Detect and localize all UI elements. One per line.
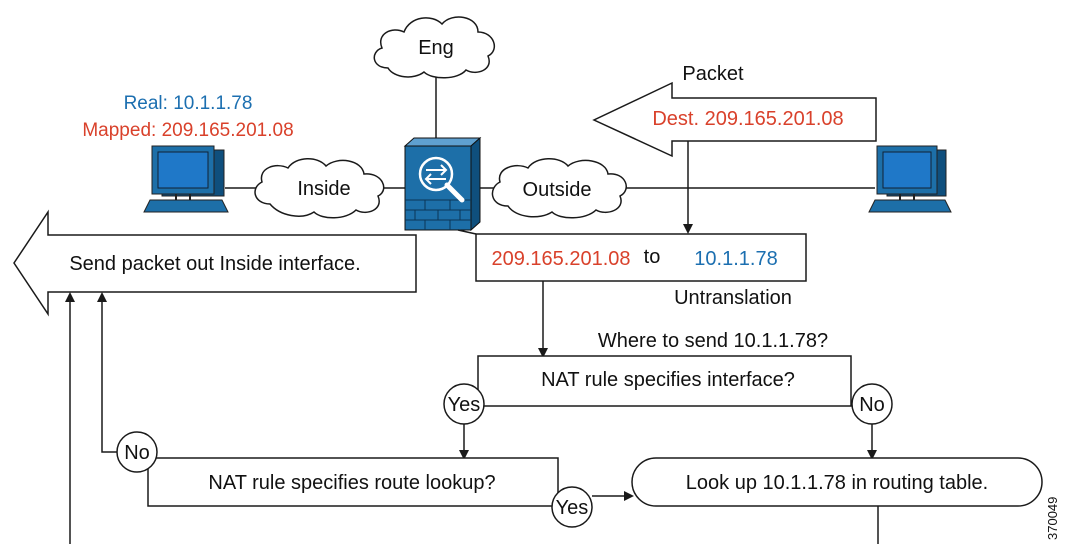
send-packet-out-label: Send packet out Inside interface. (69, 253, 360, 275)
no-label: No (859, 394, 885, 416)
decision-route-no: No (116, 431, 158, 473)
packet-arrow: Packet Dest. 209.165.201.08 (592, 63, 877, 158)
eng-label: Eng (418, 37, 454, 59)
firewall-device-icon (403, 136, 482, 232)
inside-cloud: Inside (254, 158, 385, 219)
decision-interface-box: NAT rule specifies interface? (477, 355, 852, 407)
real-address-label: Real: 10.1.1.78 (124, 93, 253, 114)
outside-host-computer-icon (868, 145, 952, 213)
decision-route-box: NAT rule specifies route lookup? (147, 457, 559, 507)
untranslation-to: 10.1.1.78 (694, 248, 777, 270)
no-label: No (124, 442, 150, 464)
decision-interface-text: NAT rule specifies interface? (541, 369, 795, 391)
outside-label: Outside (523, 179, 592, 201)
untranslation-from: 209.165.201.08 (491, 248, 630, 270)
outside-cloud: Outside (491, 158, 627, 219)
eng-cloud: Eng (373, 16, 496, 79)
packet-title: Packet (682, 63, 744, 85)
untranslation-to-word: to (644, 246, 661, 268)
inside-label: Inside (297, 178, 350, 200)
route-no-arrow (97, 292, 117, 453)
send-packet-out-arrow: Send packet out Inside interface. (13, 209, 417, 317)
lookup-routing-table-text: Look up 10.1.1.78 in routing table. (686, 472, 988, 494)
where-to-send-question: Where to send 10.1.1.78? (598, 330, 828, 352)
untranslation-caption: Untranslation (674, 287, 792, 309)
mapped-address-label: Mapped: 209.165.201.08 (82, 120, 293, 141)
untranslation-box: 209.165.201.08 to 10.1.1.78 Untranslatio… (457, 229, 807, 309)
lookup-routing-table-box: Look up 10.1.1.78 in routing table. (631, 457, 1043, 507)
decision-interface-no: No (851, 383, 893, 425)
inside-host-computer-icon (143, 145, 229, 213)
yes-label: Yes (448, 394, 481, 416)
figure-id: 370049 (1045, 497, 1060, 540)
decision-route-yes: Yes (551, 486, 593, 528)
packet-destination: Dest. 209.165.201.08 (652, 108, 843, 130)
decision-route-text: NAT rule specifies route lookup? (208, 472, 495, 494)
decision-interface-yes: Yes (443, 383, 485, 425)
yes-label: Yes (556, 497, 589, 519)
